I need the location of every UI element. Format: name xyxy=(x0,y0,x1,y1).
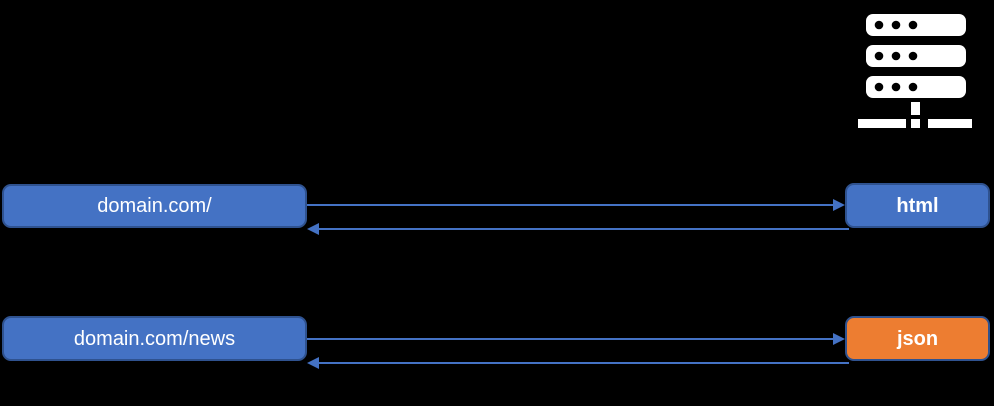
request-arrow-head-icon-row1 xyxy=(833,199,845,211)
request-arrow-head-icon-row2 xyxy=(833,333,845,345)
request-url-label: domain.com/ xyxy=(97,195,212,217)
request-arrow-line-row2 xyxy=(307,338,834,340)
request-arrow-line-row1 xyxy=(307,204,834,206)
server-rack-icon xyxy=(858,14,972,128)
server-icon xyxy=(856,14,974,132)
response-arrow-line-row1 xyxy=(319,228,849,230)
response-html-box: html xyxy=(845,183,990,228)
response-arrow-head-icon-row1 xyxy=(307,223,319,235)
response-json-label: json xyxy=(896,327,939,350)
response-html-label: html xyxy=(896,194,939,217)
request-url-news-label: domain.com/news xyxy=(73,327,236,350)
response-json-box: json xyxy=(845,316,990,361)
request-url-box-root: domain.com/ xyxy=(2,184,307,228)
request-url-box-news: domain.com/news xyxy=(2,316,307,361)
response-arrow-line-row2 xyxy=(319,362,849,364)
response-arrow-head-icon-row2 xyxy=(307,357,319,369)
